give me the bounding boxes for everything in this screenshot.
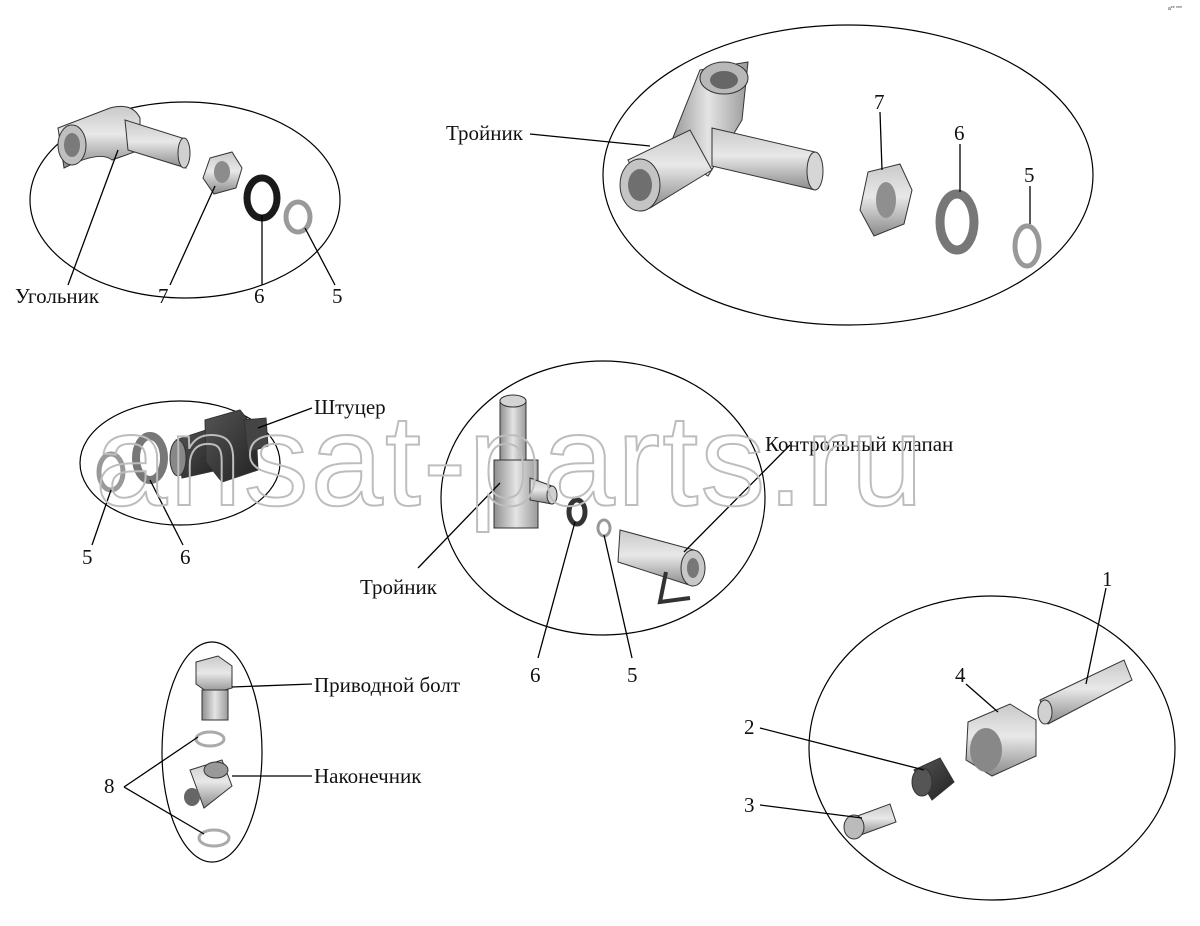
group-elbow: Угольник 7 6 5 <box>15 101 343 308</box>
tee-fitting-icon <box>493 394 558 529</box>
tube-icon <box>1037 659 1133 725</box>
group-tube-outline <box>808 595 1176 901</box>
union-fitting-icon <box>169 409 269 483</box>
leader-line <box>603 534 633 659</box>
leader-line <box>91 489 112 546</box>
drive-bolt-icon <box>195 655 233 721</box>
leader-line <box>965 683 999 713</box>
group-tee-outline <box>602 24 1094 326</box>
label-7: 7 <box>874 90 885 114</box>
group-tee: Тройник 7 6 5 <box>446 24 1094 326</box>
gasket-ring-icon <box>194 730 226 748</box>
corner-mark: a** *** <box>1168 6 1182 12</box>
label-elbow: Угольник <box>15 284 100 308</box>
label-control-valve: Контрольный клапан <box>765 432 953 456</box>
group-union: Штуцер 5 6 <box>79 395 386 569</box>
leader-line <box>231 683 313 688</box>
leader-line <box>123 786 205 835</box>
group-union-outline <box>79 400 281 526</box>
label-5: 5 <box>332 284 343 308</box>
control-valve-icon <box>617 529 706 605</box>
label-6: 6 <box>254 284 265 308</box>
group-tube: 1 2 3 4 <box>744 567 1176 901</box>
leader-line <box>149 479 184 546</box>
leader-line <box>417 482 501 569</box>
leader-line <box>683 444 791 553</box>
hex-nut-icon <box>202 151 243 195</box>
leader-line <box>169 185 216 286</box>
label-3: 3 <box>744 793 755 817</box>
hex-nut-icon <box>859 163 913 237</box>
watermark-text: ansat-parts.ru <box>95 387 925 533</box>
leader-line <box>879 111 883 171</box>
banjo-tip-icon <box>184 759 233 809</box>
label-6: 6 <box>530 663 541 687</box>
leader-line <box>257 407 313 429</box>
label-tee: Тройник <box>446 121 524 145</box>
leader-line <box>759 727 925 771</box>
hex-nut-icon <box>965 703 1037 777</box>
leader-line <box>123 736 199 788</box>
label-1: 1 <box>1102 567 1113 591</box>
leader-line <box>304 227 336 286</box>
label-6: 6 <box>180 545 191 569</box>
label-4: 4 <box>955 663 966 687</box>
leader-line <box>1085 587 1107 685</box>
leader-line <box>537 521 576 659</box>
label-drive-bolt: Приводной болт <box>314 673 460 697</box>
group-valve-outline <box>440 360 766 636</box>
group-elbow-outline <box>29 101 341 299</box>
leader-line <box>759 804 863 819</box>
label-7: 7 <box>158 284 169 308</box>
label-5: 5 <box>82 545 93 569</box>
gasket-ring-icon <box>1012 223 1042 269</box>
tee-fitting-icon <box>619 61 824 212</box>
gasket-ring-icon <box>935 189 979 255</box>
label-union: Штуцер <box>314 395 386 419</box>
elbow-fitting-icon <box>57 105 191 169</box>
screw-icon <box>843 803 897 840</box>
label-6: 6 <box>954 121 965 145</box>
label-tip: Наконечник <box>314 764 422 788</box>
gasket-ring-icon <box>243 174 281 222</box>
sleeve-icon <box>911 757 955 801</box>
label-tee: Тройник <box>360 575 438 599</box>
group-valve: Тройник Контрольный клапан 6 5 <box>360 360 953 687</box>
gasket-ring-icon <box>283 199 313 235</box>
label-2: 2 <box>744 715 755 739</box>
leader-line <box>529 133 651 147</box>
label-5: 5 <box>1024 163 1035 187</box>
leader-line <box>67 149 119 286</box>
label-5: 5 <box>627 663 638 687</box>
gasket-ring-icon <box>197 828 231 848</box>
group-bolt: Приводной болт Наконечник 8 <box>104 641 460 863</box>
group-bolt-outline <box>161 641 263 863</box>
gasket-ring-icon <box>566 497 588 527</box>
label-8: 8 <box>104 774 115 798</box>
